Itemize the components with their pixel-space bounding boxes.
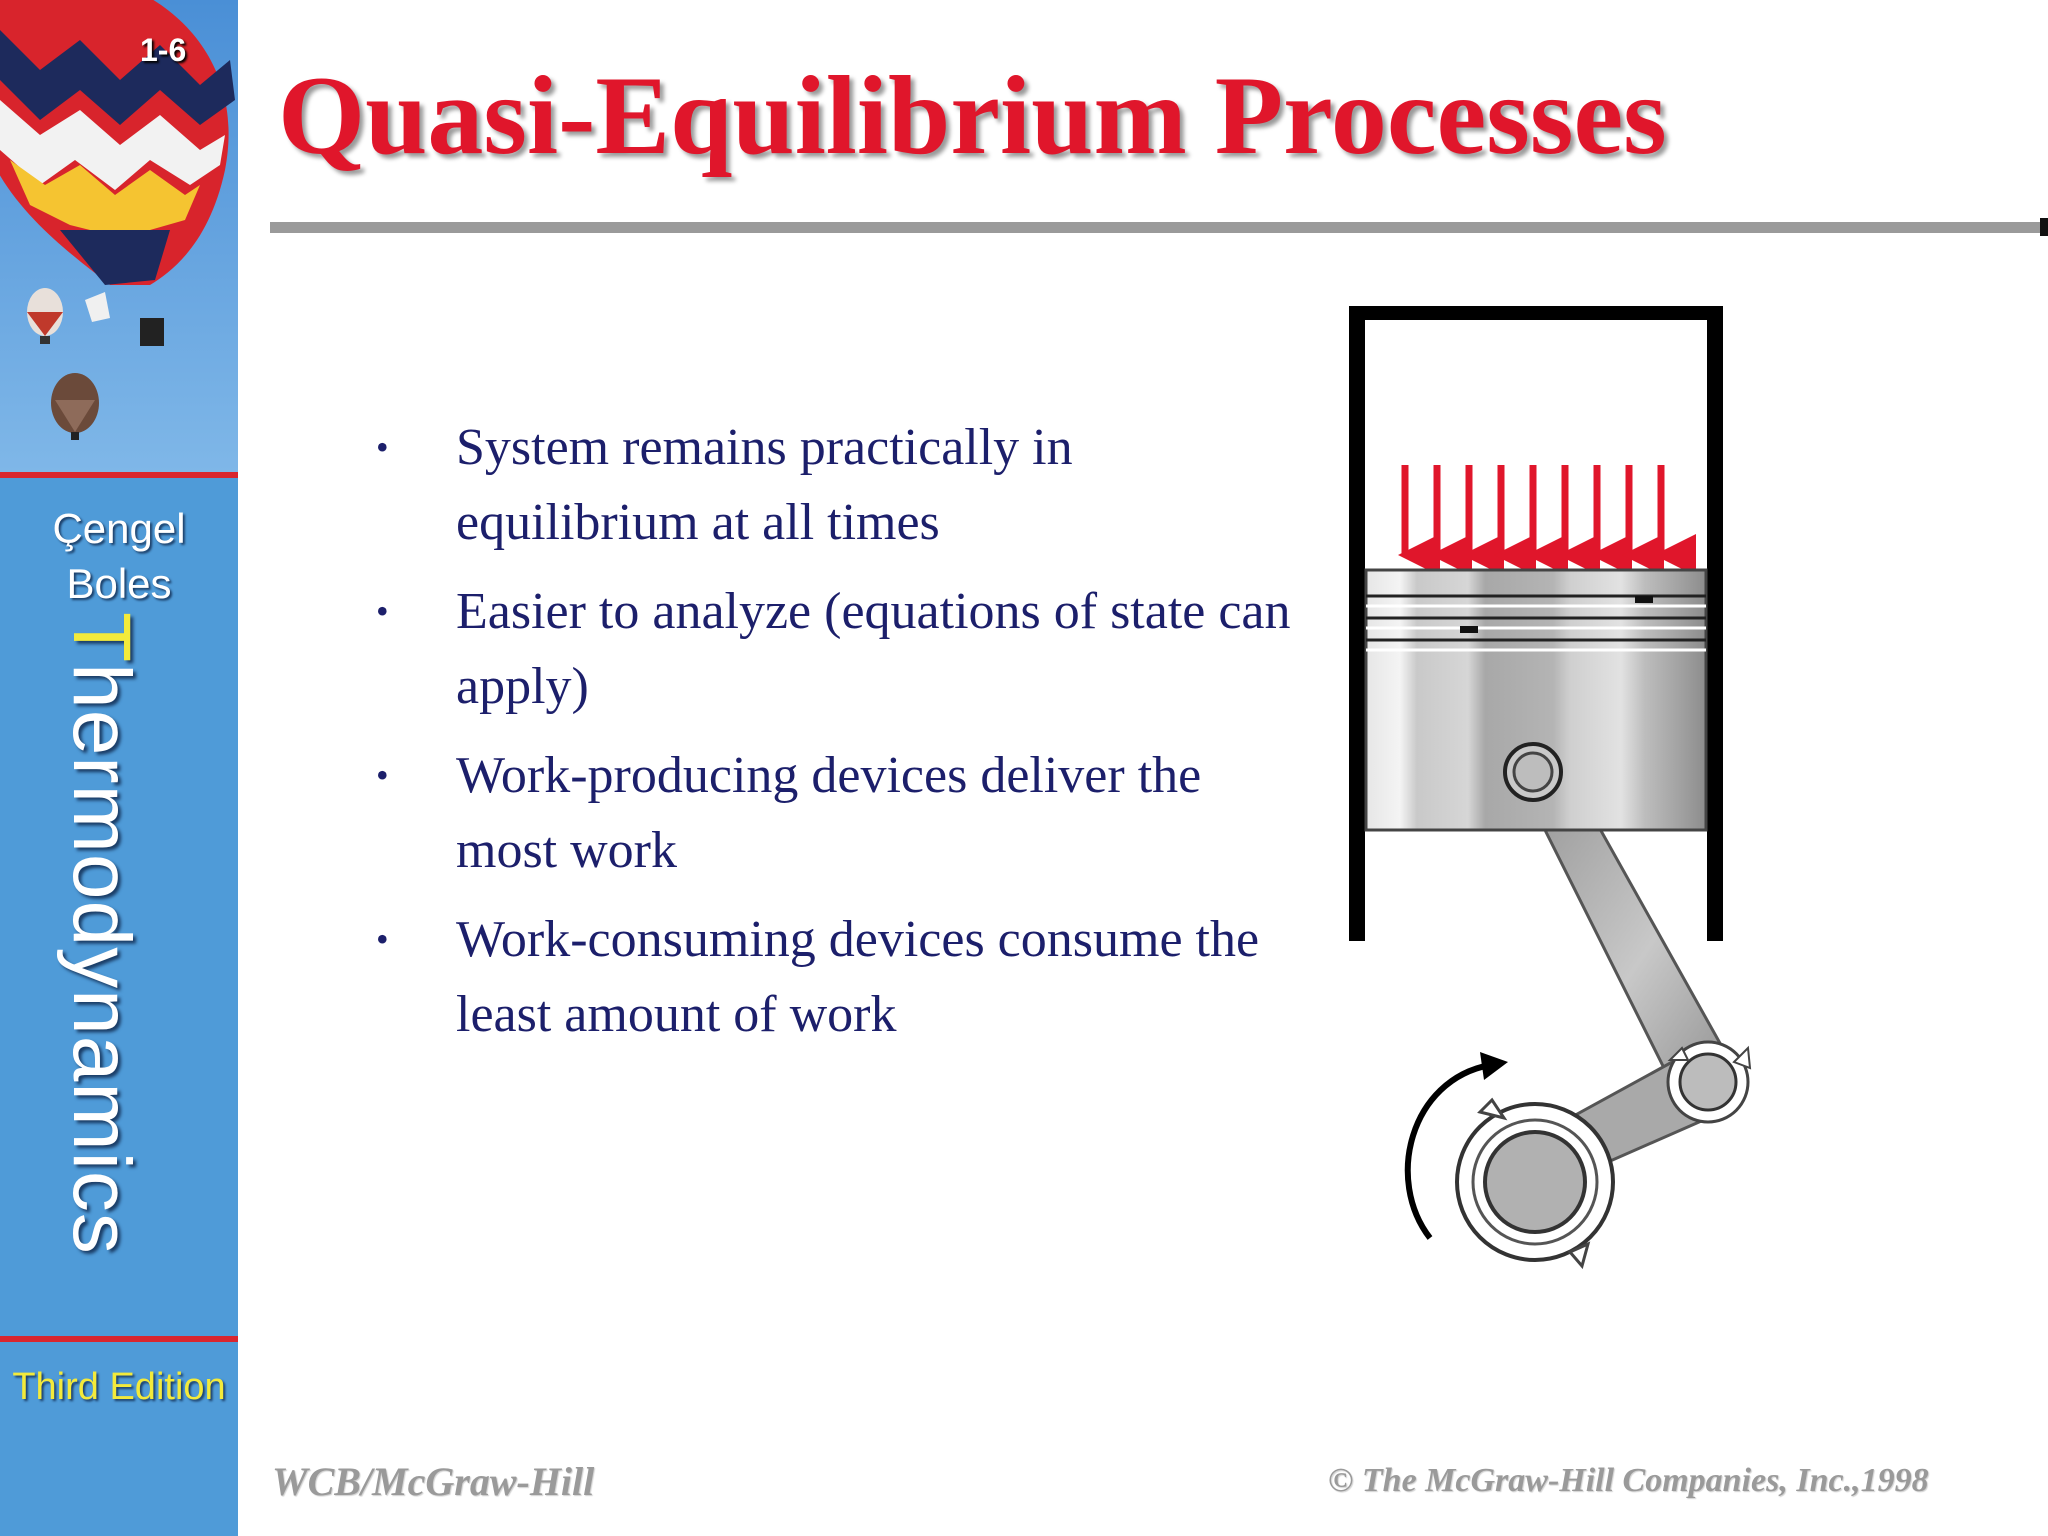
bullet-item: • Work-consuming devices consume the leas… [370, 902, 1310, 1052]
author-boles: Boles [66, 560, 172, 607]
piston-cylinder-figure [1330, 300, 1770, 1285]
bullet-icon: • [376, 919, 389, 959]
sidebar-top-rule [0, 472, 238, 478]
sidebar-bottom-rule [0, 1336, 238, 1342]
bullet-icon: • [376, 427, 389, 467]
slide-number: 1-6 [140, 32, 187, 68]
balloon-image-icon [0, 0, 238, 472]
bullet-text: Easier to analyze (equations of state ca… [456, 583, 1291, 715]
bullet-item: • System remains practically in equilibri… [370, 410, 1310, 560]
bullet-icon: • [376, 591, 389, 631]
bullet-text: Work-producing devices deliver the most … [456, 747, 1202, 879]
pressure-arrows [1398, 465, 1696, 576]
title-divider-end [2040, 218, 2048, 236]
hot-air-balloon-photo [0, 0, 238, 472]
footer-publisher: WCB/McGraw-Hill [272, 1459, 595, 1504]
bullet-item: • Easier to analyze (equations of state c… [370, 574, 1310, 724]
bullet-text: Work-consuming devices consume the least… [456, 911, 1260, 1043]
title-divider [270, 222, 2044, 233]
bullet-item: • Work-producing devices deliver the most… [370, 738, 1310, 888]
author-cengel: Çengel [52, 505, 186, 552]
slide-title: Quasi-Equilibrium Processes [278, 54, 1667, 178]
sidebar: 1-6 Çengel Boles Thermodynamics Third Ed… [0, 0, 238, 1536]
edition-label: Third Edition [12, 1366, 226, 1408]
book-title: Thermodynamics [54, 612, 148, 1255]
bullet-list: • System remains practically in equilibri… [370, 410, 1310, 1066]
bullet-text: System remains practically in equilibriu… [456, 419, 1073, 551]
book-title-initial: T [56, 612, 147, 664]
book-title-rest: hermodynamics [56, 663, 147, 1255]
piston-cylinder-icon [1349, 306, 1752, 1270]
bullet-icon: • [376, 755, 389, 795]
footer-copyright: © The McGraw-Hill Companies, Inc.,1998 [1328, 1462, 1929, 1499]
